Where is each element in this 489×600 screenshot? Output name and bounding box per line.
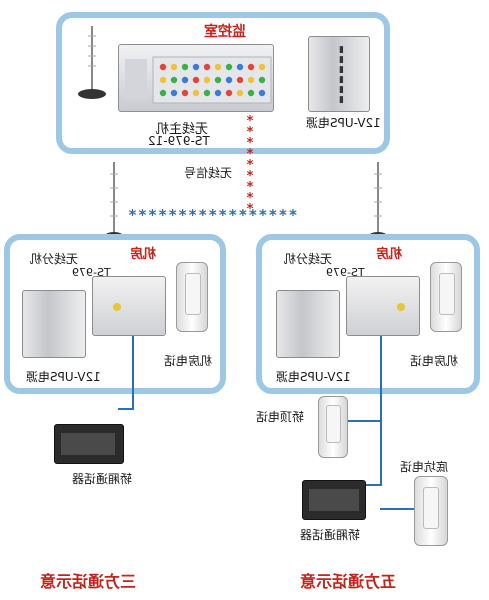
pit-phone-label: 底坑电话	[400, 460, 449, 474]
indicator-led	[214, 76, 222, 84]
indicator-led	[225, 76, 233, 84]
antenna-icon	[105, 162, 123, 240]
right-wire	[340, 420, 382, 422]
pit-phone	[414, 476, 448, 546]
wireless-signal-label: 无线信号	[184, 166, 233, 180]
left-intercom-label: 轿厢通话器	[72, 472, 133, 486]
phone-handset-icon	[423, 487, 439, 529]
indicator-led	[181, 76, 189, 84]
left-ups-psu	[22, 290, 86, 358]
right-wire	[380, 508, 416, 510]
right-intercom-label: 轿厢通话器	[300, 528, 361, 542]
right-car-intercom	[302, 480, 366, 520]
indicator-led	[192, 76, 200, 84]
monitor-psu-label: 12V-UPS电源	[306, 116, 381, 130]
right-wire	[380, 336, 382, 486]
indicator-led	[258, 63, 266, 71]
monitor-ups-psu: ▮▮▮▮▮▮	[308, 36, 370, 112]
left-room-title: 机房	[130, 247, 157, 262]
indicator-led	[159, 63, 167, 71]
indicator-led	[170, 63, 178, 71]
left-phone-label: 机房电话	[164, 354, 213, 368]
indicator-led	[203, 89, 211, 97]
indicator-led	[170, 89, 178, 97]
five-way-caption: 五方通话示意	[300, 572, 397, 591]
right-phone-label: 机房电话	[410, 354, 459, 368]
indicator-led	[247, 63, 255, 71]
monitor-room-frame	[56, 12, 390, 154]
monitor-room-title: 监控室	[204, 24, 246, 40]
phone-handset-icon	[185, 273, 201, 315]
antenna-icon	[78, 26, 106, 99]
left-car-intercom	[54, 424, 124, 464]
indicator-led	[214, 63, 222, 71]
indicator-led	[192, 63, 200, 71]
signal-path-vertical: *********	[246, 114, 254, 217]
right-psu-label: 12V-UPS电源	[276, 370, 351, 384]
indicator-led	[236, 63, 244, 71]
indicator-led	[170, 76, 178, 84]
left-wireless-sub-device	[92, 276, 166, 336]
indicator-led	[192, 89, 200, 97]
left-room-frame	[4, 234, 226, 394]
right-sub-label: 无线分机	[284, 252, 333, 266]
indicator-led	[181, 63, 189, 71]
left-wire	[118, 408, 134, 410]
wireless-host-device	[118, 44, 274, 112]
indicator-led	[225, 89, 233, 97]
left-psu-label: 12V-UPS电源	[26, 370, 101, 384]
right-wireless-sub-device	[346, 276, 420, 336]
phone-handset-icon	[326, 405, 341, 443]
indicator-led	[247, 76, 255, 84]
indicator-led	[258, 76, 266, 84]
host-model: TS-979-12	[148, 134, 210, 148]
left-room-phone	[176, 262, 208, 332]
left-sub-label: 无线分机	[30, 252, 79, 266]
status-led-icon	[113, 303, 121, 311]
indicator-led	[236, 76, 244, 84]
psu-vertical-text: ▮▮▮▮▮▮	[339, 45, 344, 105]
right-wire	[364, 484, 382, 486]
left-wire	[132, 336, 134, 410]
status-led-icon	[397, 303, 405, 311]
right-room-phone	[430, 262, 462, 332]
indicator-led	[258, 89, 266, 97]
car-top-phone-label: 轿顶电话	[256, 410, 305, 424]
car-top-phone	[318, 396, 348, 458]
indicator-led	[181, 89, 189, 97]
terminal-block-icon	[309, 489, 359, 511]
indicator-led	[236, 89, 244, 97]
right-ups-psu	[276, 290, 340, 358]
indicator-led	[203, 76, 211, 84]
indicator-lights-icon	[125, 56, 272, 104]
right-room-title: 机房	[376, 247, 403, 262]
three-way-caption: 三方通话示意	[40, 572, 137, 591]
indicator-led	[159, 76, 167, 84]
indicator-led	[214, 89, 222, 97]
terminal-block-icon	[61, 433, 115, 455]
indicator-led	[159, 89, 167, 97]
indicator-led	[247, 89, 255, 97]
signal-path-horizontal: *****************	[128, 206, 299, 224]
phone-handset-icon	[439, 273, 455, 315]
indicator-led	[225, 63, 233, 71]
indicator-led	[203, 63, 211, 71]
right-room-frame	[256, 234, 480, 394]
antenna-icon	[369, 162, 387, 240]
